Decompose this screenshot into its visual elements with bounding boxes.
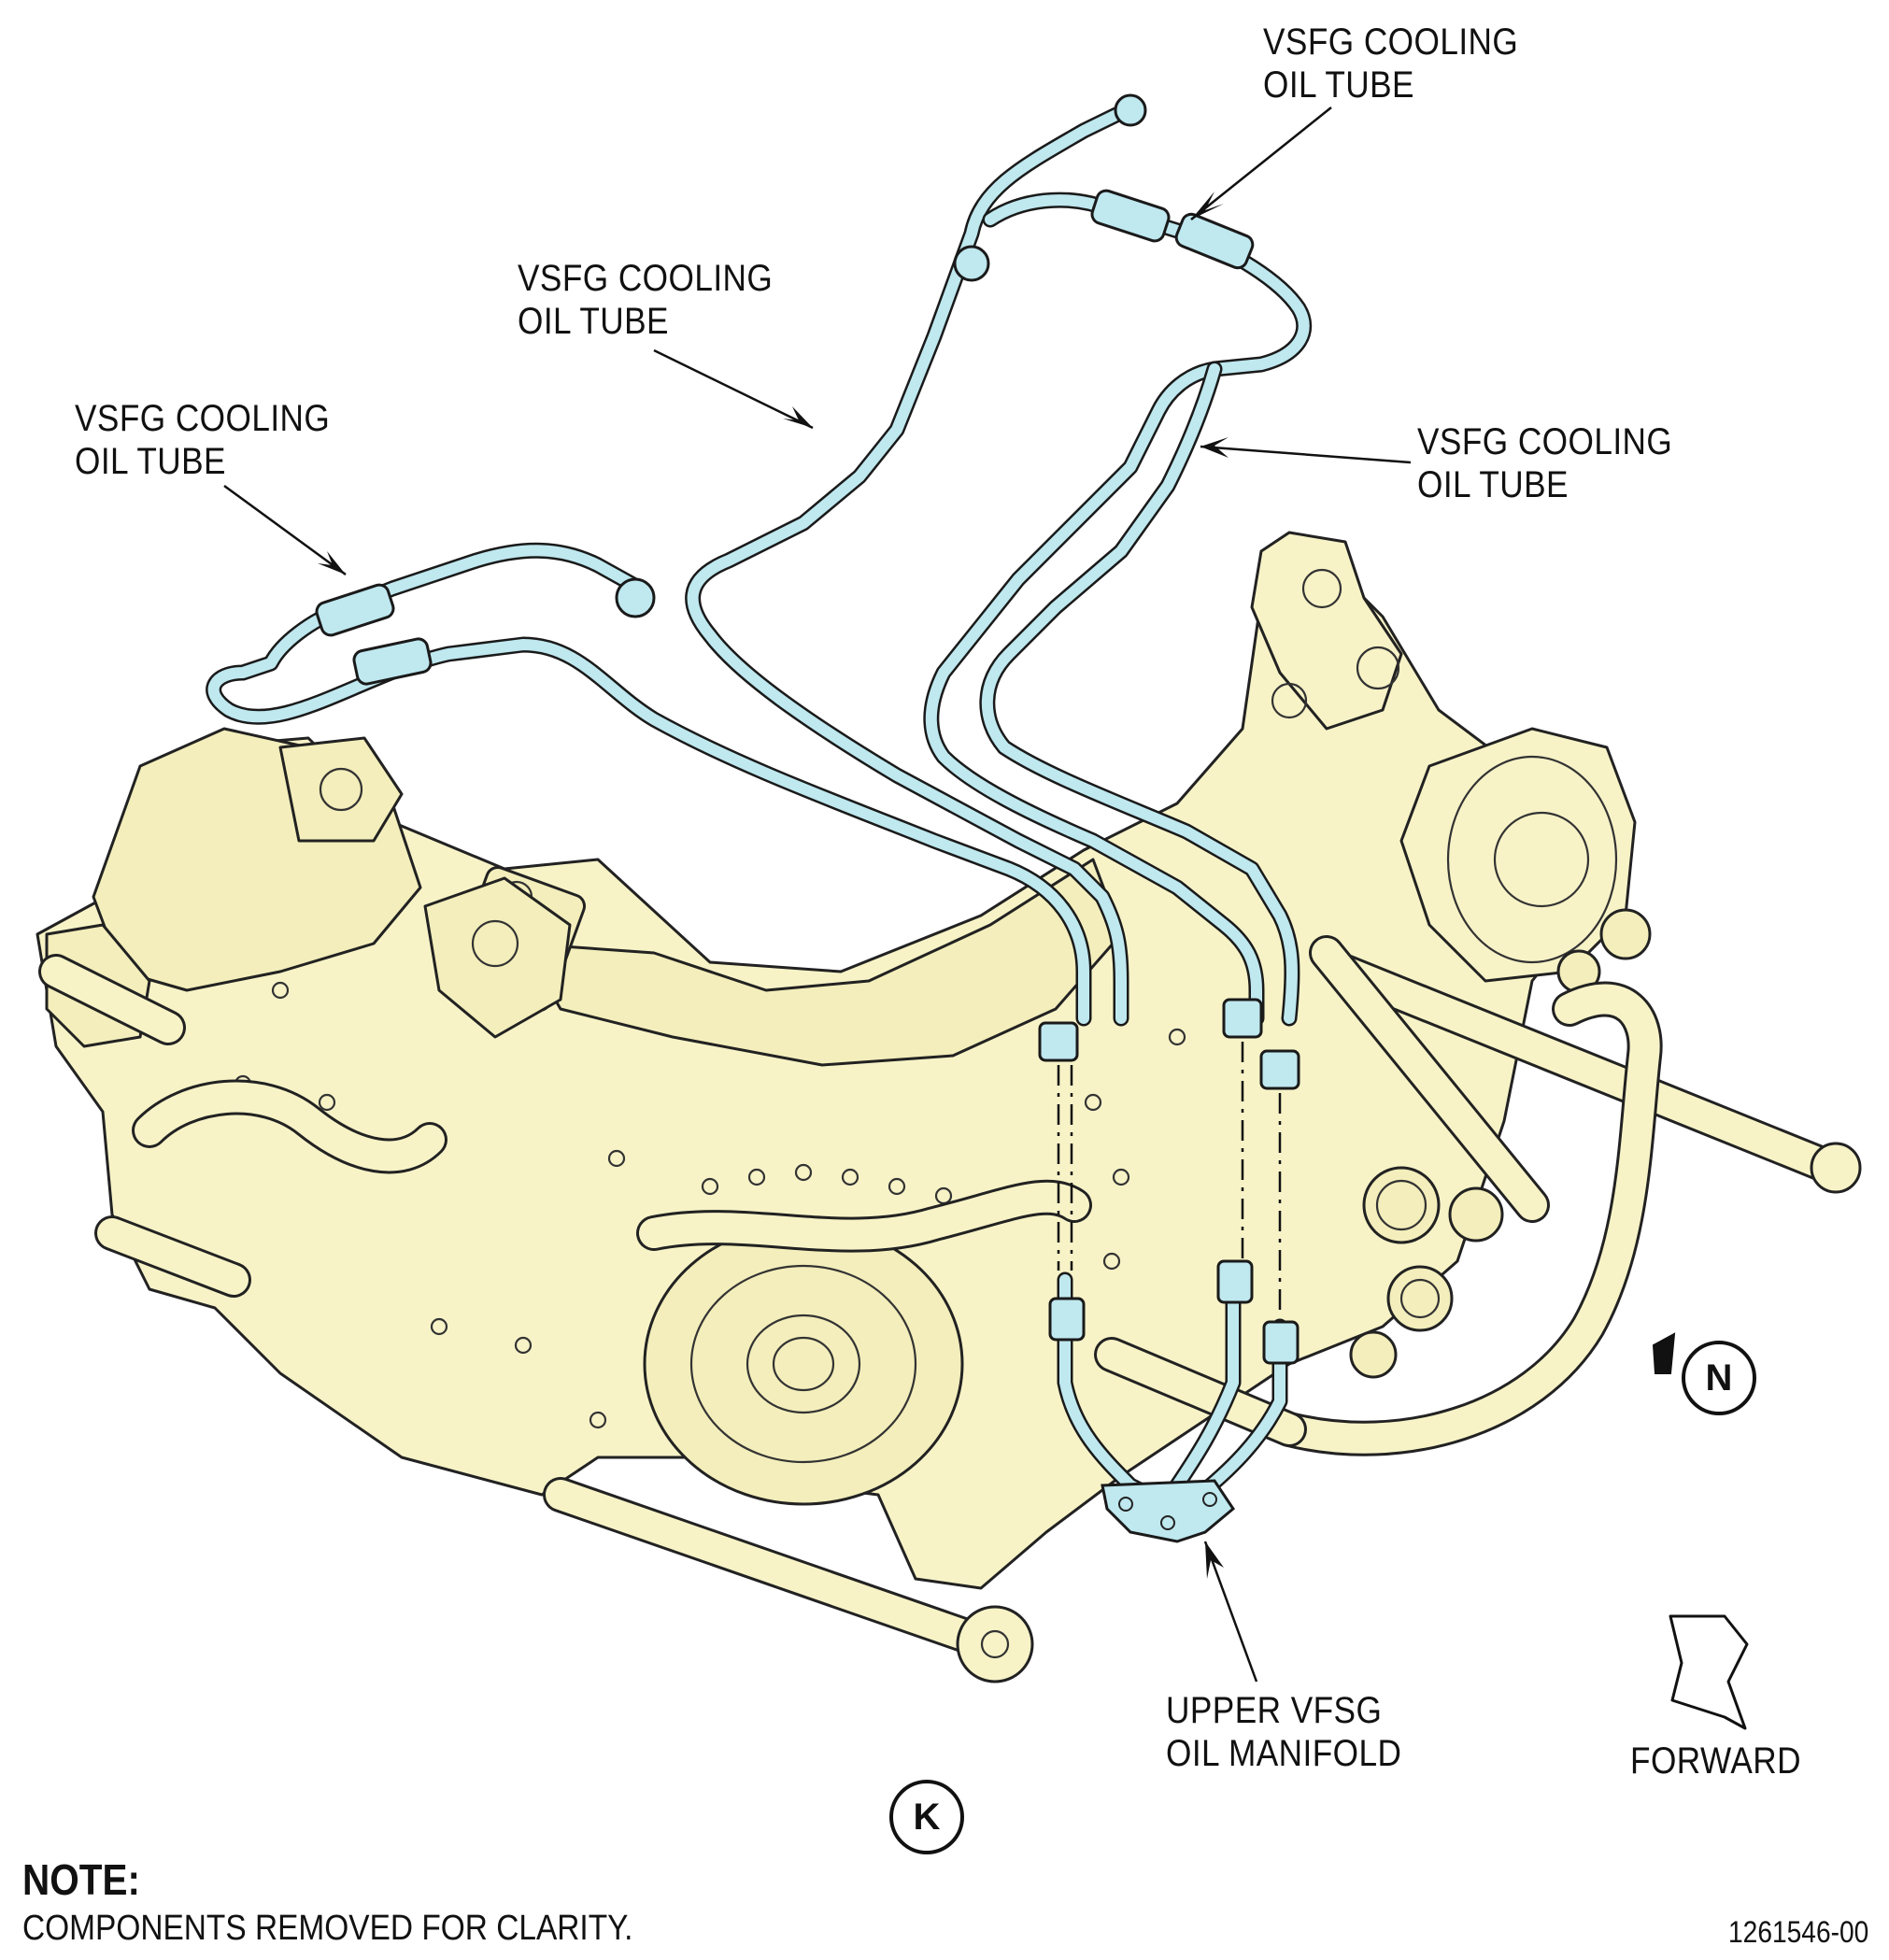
- tube-sleeves: [315, 189, 1255, 686]
- label-oil-manifold: UPPER VFSG OIL MANIFOLD: [1166, 1689, 1401, 1775]
- label-line: VSFG COOLING: [1263, 21, 1519, 63]
- north-marker: N: [1682, 1341, 1756, 1415]
- label-line: OIL MANIFOLD: [1166, 1733, 1402, 1774]
- note-text: COMPONENTS REMOVED FOR CLARITY.: [22, 1909, 633, 1948]
- label-line: OIL TUBE: [75, 441, 226, 482]
- vsfg-cooling-oil-tubes: [206, 93, 1313, 1503]
- label-tube-mid: VSFG COOLING OIL TUBE: [518, 257, 773, 343]
- gearbox-body: [36, 531, 1652, 1590]
- label-line: UPPER VFSG: [1166, 1690, 1383, 1731]
- view-marker: K: [889, 1780, 964, 1854]
- label-line: OIL TUBE: [518, 301, 669, 342]
- figure-id: 1261546-00: [1728, 1915, 1869, 1949]
- label-tube-right: VSFG COOLING OIL TUBE: [1417, 420, 1672, 506]
- north-arrow: [1652, 1332, 1676, 1374]
- label-line: VSFG COOLING: [75, 398, 331, 439]
- label-tube-left: VSFG COOLING OIL TUBE: [75, 397, 330, 483]
- label-line: OIL TUBE: [1417, 464, 1569, 505]
- oil-manifold: [1101, 1479, 1235, 1543]
- label-line: VSFG COOLING: [518, 258, 774, 299]
- label-line: VSFG COOLING: [1417, 421, 1673, 462]
- label-tube-top: VSFG COOLING OIL TUBE: [1263, 21, 1518, 107]
- note-heading: NOTE:: [22, 1855, 140, 1904]
- forward-arrow-icon: [1669, 1614, 1749, 1730]
- leader-lines: [223, 107, 1412, 1683]
- label-forward: FORWARD: [1630, 1740, 1801, 1782]
- label-line: OIL TUBE: [1263, 64, 1414, 106]
- engine-pipes: [38, 935, 1862, 1683]
